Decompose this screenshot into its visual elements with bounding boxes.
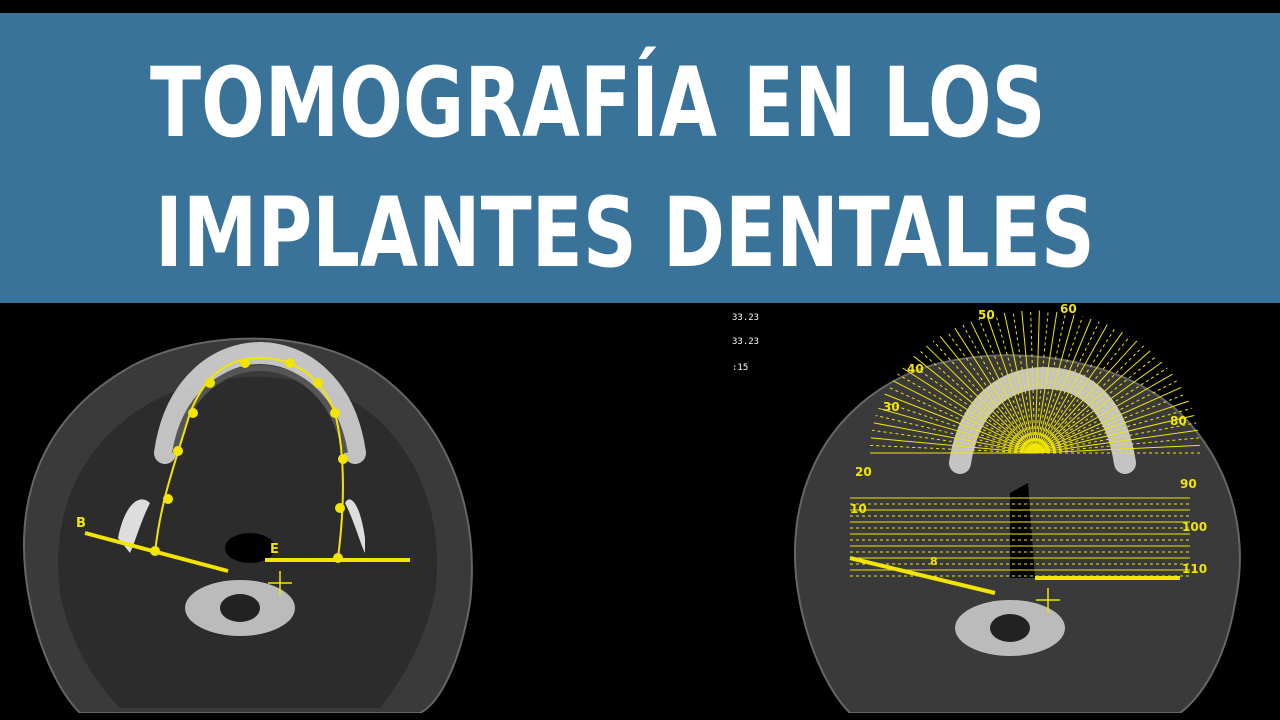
fan-line: [1034, 444, 1200, 454]
angle-label-40: 40: [907, 362, 924, 376]
fan-line: [925, 345, 1036, 454]
ct-scan-left-image: B E: [23, 337, 473, 714]
fan-line: [902, 367, 1036, 454]
fan-line: [884, 393, 1036, 454]
ct-scan-right-image: 10 20 30 40 50 60 80 90 100 110 8: [793, 302, 1241, 714]
annotation-3: :15: [732, 363, 749, 373]
fan-line: [1034, 328, 1116, 454]
fan-line: [1034, 310, 1040, 454]
fan-line: [1034, 324, 1108, 454]
fan-line: [1034, 336, 1131, 454]
fan-line: [1034, 386, 1182, 454]
fan-line: [939, 336, 1036, 454]
fan-line: [970, 321, 1036, 454]
fan-line: [1034, 415, 1195, 454]
annotation-1: 33.23: [732, 313, 760, 323]
fan-line: [1034, 373, 1173, 454]
fan-line: [913, 355, 1036, 454]
fan-line: [873, 422, 1036, 454]
angle-label-80: 80: [1170, 414, 1187, 428]
fan-line: [919, 350, 1036, 454]
fan-line: [947, 331, 1036, 454]
fan-line: [892, 380, 1036, 454]
fan-line: [897, 373, 1036, 454]
angle-label-8: 8: [930, 555, 938, 568]
fan-line: [1003, 312, 1036, 454]
angle-label-10: 10: [850, 502, 867, 516]
fan-line: [1034, 311, 1058, 454]
title-line-2: IMPLANTES DENTALES: [155, 177, 1095, 289]
fan-line: [1021, 310, 1036, 454]
angle-label-20: 20: [855, 465, 872, 479]
fan-line: [1034, 314, 1075, 454]
fan-line: [1034, 393, 1186, 454]
fan-line: [1034, 316, 1084, 454]
angle-label-100: 100: [1182, 520, 1207, 534]
title-banner: TOMOGRAFÍA EN LOS IMPLANTES DENTALES: [0, 13, 1280, 303]
fan-line: [1034, 429, 1198, 454]
angle-label-30: 30: [883, 400, 900, 414]
fan-line: [870, 437, 1036, 454]
title-line-1: TOMOGRAFÍA EN LOS: [150, 47, 1046, 159]
fan-line: [1034, 350, 1151, 454]
fan-line: [1034, 331, 1123, 454]
angle-label-90: 90: [1180, 477, 1197, 491]
fan-line: [1034, 367, 1168, 454]
fan-line: [1034, 400, 1189, 454]
fan-line: [1034, 380, 1178, 454]
label-e: E: [270, 542, 279, 557]
fan-line: [1034, 345, 1145, 454]
angle-label-110: 110: [1182, 562, 1207, 576]
fan-line: [954, 328, 1036, 454]
fan-line: [1034, 361, 1163, 454]
fan-line: [962, 324, 1036, 454]
label-b: B: [76, 516, 86, 531]
fan-line: [878, 407, 1036, 454]
angle-label-50: 50: [978, 308, 995, 322]
fan-line: [986, 316, 1036, 454]
ct-scan-left: B E: [0, 303, 600, 714]
fan-line: [932, 340, 1036, 454]
fan-line: [907, 361, 1036, 454]
annotation-2: 33.23: [732, 337, 760, 347]
angle-label-60: 60: [1060, 303, 1077, 316]
fan-line: [1034, 340, 1138, 454]
fan-line: [1034, 355, 1157, 454]
ct-scan-right: 33.23 33.23 :15 10 20 30 40 50 60 80 90 …: [690, 302, 1280, 714]
fan-line: [1034, 318, 1092, 454]
fan-line: [978, 318, 1036, 454]
fan-line: [888, 386, 1036, 454]
fan-line: [1034, 321, 1100, 454]
